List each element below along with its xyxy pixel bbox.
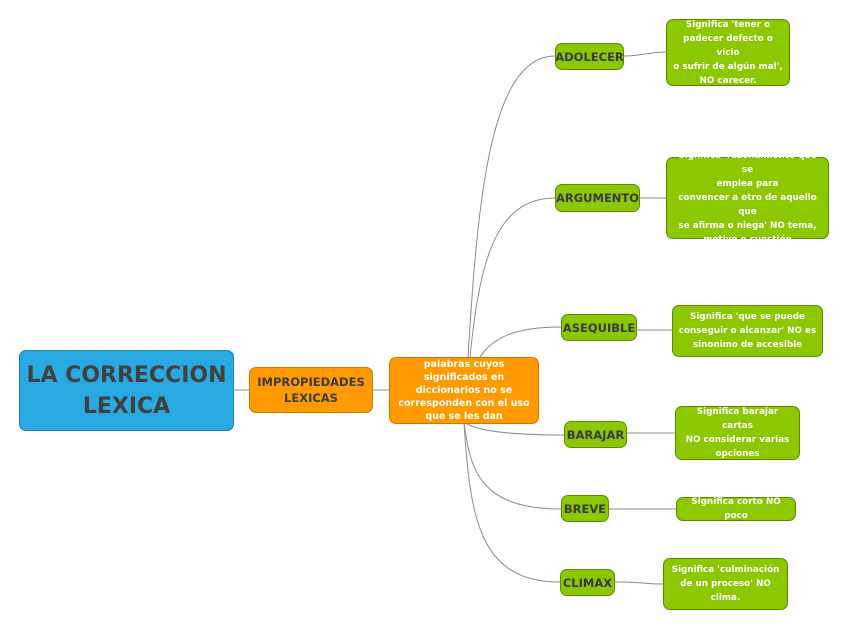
definition-argumento[interactable]: Significa 'razonamiento que se emplea pa… xyxy=(666,151,829,245)
term-climax[interactable]: CLIMAX xyxy=(560,569,615,596)
definition-breve[interactable]: Significa corto NO poco xyxy=(676,497,796,521)
term-argumento[interactable]: ARGUMENTO xyxy=(555,184,640,212)
root-node[interactable]: LA CORRECCION LEXICA xyxy=(19,350,234,431)
term-barajar[interactable]: BARAJAR xyxy=(564,421,627,448)
connector-hub-adolecer xyxy=(463,55,556,423)
definition-node[interactable]: palabras cuyos significados en diccionar… xyxy=(389,357,539,424)
definition-asequible[interactable]: Significa 'que se puede conseguir o alca… xyxy=(672,305,823,357)
connector-hub-climax xyxy=(463,421,561,583)
definition-climax[interactable]: Significa 'culminación de un proceso' NO… xyxy=(663,558,788,610)
connector-adolecer-def xyxy=(623,51,667,57)
connector-climax-def xyxy=(614,581,664,585)
definition-barajar[interactable]: Significa barajar cartas NO considerar v… xyxy=(675,406,800,460)
category-node[interactable]: IMPROPIEDADES LEXICAS xyxy=(249,367,373,413)
term-adolecer[interactable]: ADOLECER xyxy=(555,43,624,70)
definition-adolecer[interactable]: Significa 'tener o padecer defecto o vic… xyxy=(666,19,790,86)
connector-hub-breve xyxy=(463,421,562,510)
term-asequible[interactable]: ASEQUIBLE xyxy=(561,314,637,341)
term-breve[interactable]: BREVE xyxy=(561,495,609,522)
